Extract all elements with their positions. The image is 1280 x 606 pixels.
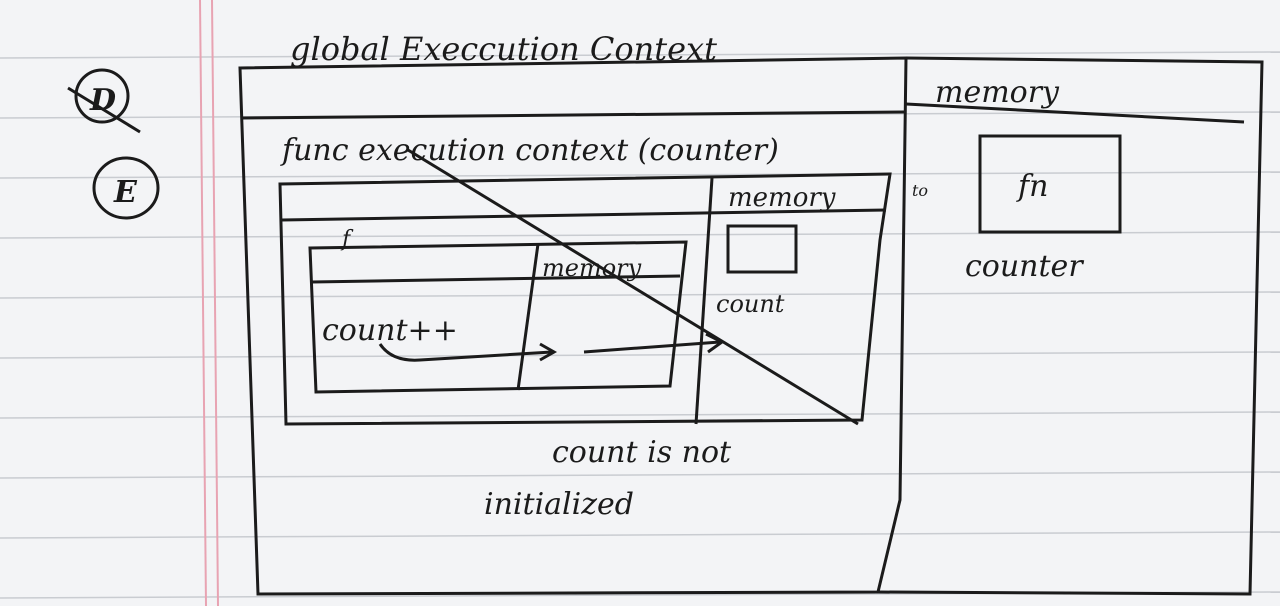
note-line-1: count is not — [552, 435, 732, 470]
note-line-2: initialized — [484, 487, 634, 522]
margin-symbol-d — [67, 68, 141, 134]
fn-label: fn — [1016, 169, 1048, 204]
arrow-sign: to — [912, 181, 928, 200]
func-execution-context-title: func execution context (counter) — [280, 133, 779, 168]
margin-symbol-e — [92, 156, 160, 220]
count-increment-label: count++ — [322, 313, 458, 348]
margin-line — [199, 0, 219, 606]
inner-memory-title: memory — [542, 254, 642, 282]
margin-symbol-d-label: D — [89, 83, 116, 118]
global-execution-context-box — [238, 56, 908, 596]
global-memory-title: memory — [935, 75, 1060, 110]
count-label: count — [716, 290, 785, 318]
func-memory-title: memory — [728, 183, 836, 213]
strike-through-line — [407, 148, 859, 426]
count-memory-box — [726, 224, 798, 274]
fn-memory-box — [978, 134, 1122, 234]
global-execution-context-title: global Execcution Context — [290, 30, 717, 68]
global-memory-box — [877, 56, 1264, 596]
margin-symbol-e-label: E — [113, 175, 138, 210]
counter-label: counter — [965, 249, 1084, 284]
func-execution-context-box — [278, 172, 892, 426]
